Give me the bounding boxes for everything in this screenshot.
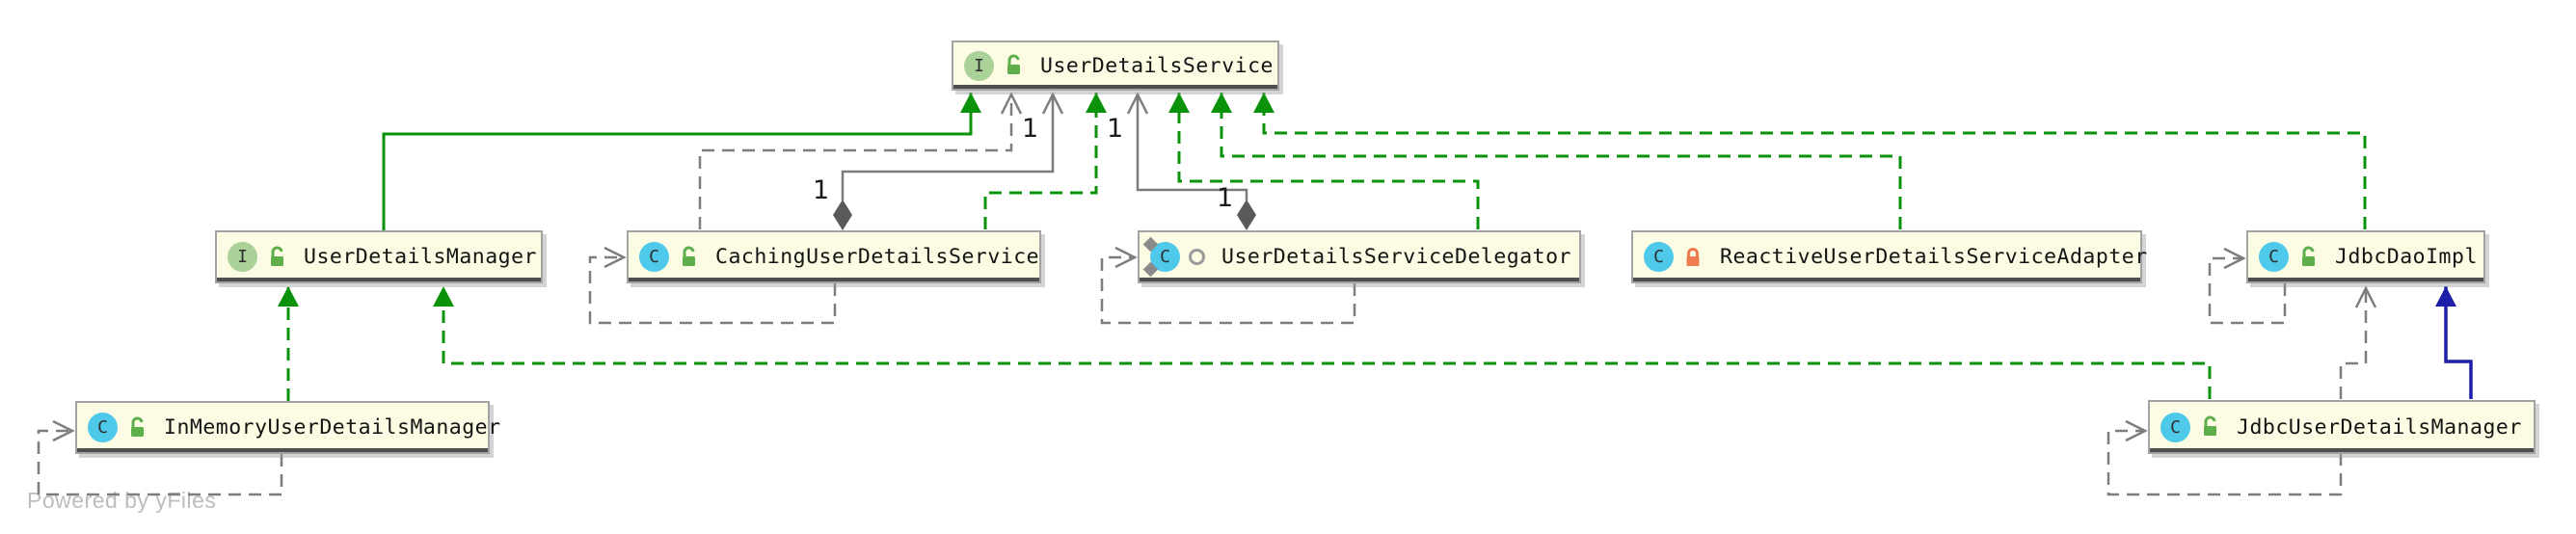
- extends-arrowhead-icon: [2435, 286, 2456, 307]
- class-name-label: JdbcUserDetailsManager: [2237, 414, 2522, 440]
- multiplicity-label: 1: [1217, 183, 1234, 213]
- class-icon: C: [1644, 242, 1674, 272]
- class-node-caching[interactable]: C CachingUserDetailsService: [627, 230, 1041, 283]
- class-icon: C: [2160, 412, 2190, 442]
- edge-reactive-implements-uds[interactable]: [1211, 93, 1902, 229]
- edge-jdbcdao-self-reference[interactable]: [2208, 247, 2287, 325]
- interface-icon: I: [964, 50, 994, 81]
- open-lock-icon: [2199, 415, 2220, 439]
- implements-arrowhead-icon: [1253, 93, 1275, 113]
- edge-caching-implements-uds[interactable]: [983, 93, 1107, 229]
- open-lock-icon: [678, 245, 699, 269]
- yfiles-watermark: Powered by yFiles: [27, 488, 217, 513]
- class-node-udm[interactable]: I UserDetailsManager: [215, 230, 543, 283]
- implements-arrowhead-icon: [1086, 93, 1107, 113]
- aggregation-diamond-icon: [1237, 200, 1256, 230]
- open-lock-icon: [266, 245, 287, 269]
- class-node-jdbcudm[interactable]: C JdbcUserDetailsManager: [2148, 400, 2536, 454]
- class-name-label: ReactiveUserDetailsServiceAdapter: [1720, 245, 2148, 269]
- edge-caching-dependency-uds[interactable]: [698, 92, 1023, 229]
- class-name-label: UserDetailsService: [1040, 53, 1274, 78]
- class-icon: C: [88, 413, 118, 442]
- open-arrowhead-icon: [1126, 92, 1149, 115]
- multiplicity-label: 1: [813, 175, 830, 205]
- package-circle-icon: [1189, 249, 1205, 265]
- implements-arrowhead-icon: [1211, 93, 1232, 113]
- class-node-jdbcdao[interactable]: C JdbcDaoImpl: [2246, 230, 2485, 283]
- open-arrowhead-icon: [52, 419, 75, 442]
- class-name-label: JdbcDaoImpl: [2335, 245, 2478, 269]
- edge-delegator-implements-uds[interactable]: [1168, 93, 1480, 229]
- implements-arrowhead-icon: [1168, 93, 1190, 113]
- edge-delegator-aggregation-uds[interactable]: [1126, 92, 1256, 230]
- multiplicity-label: 1: [1022, 114, 1039, 144]
- class-node-reactive[interactable]: C ReactiveUserDetailsServiceAdapter: [1631, 230, 2147, 283]
- class-icon: C: [639, 242, 669, 272]
- edge-jdbcudm-self-reference[interactable]: [2106, 419, 2343, 496]
- edge-caching-self-reference[interactable]: [588, 246, 837, 325]
- interface-icon: I: [228, 242, 257, 272]
- open-arrowhead-icon: [604, 246, 627, 269]
- open-arrowhead-icon: [2354, 285, 2377, 308]
- edge-udm-extends-uds[interactable]: [382, 93, 981, 230]
- edge-caching-aggregation-uds[interactable]: [833, 92, 1064, 230]
- class-node-uds[interactable]: I UserDetailsService: [952, 40, 1279, 91]
- extends-arrowhead-icon: [960, 93, 981, 113]
- implements-arrowhead-icon: [433, 286, 454, 307]
- edge-inmemory-self-reference[interactable]: [37, 419, 283, 496]
- class-node-delegator[interactable]: C UserDetailsServiceDelegator: [1138, 230, 1581, 283]
- multiplicity-label: 1: [1107, 114, 1124, 144]
- open-lock-icon: [2297, 245, 2319, 269]
- aggregation-diamond-icon: [833, 200, 852, 230]
- open-arrowhead-icon: [1000, 92, 1023, 115]
- class-name-label: UserDetailsManager: [304, 245, 537, 269]
- open-arrowhead-icon: [1041, 92, 1064, 115]
- class-name-label: UserDetailsServiceDelegator: [1221, 245, 1571, 269]
- closed-lock-icon: [1682, 246, 1704, 269]
- class-node-inmemory[interactable]: C InMemoryUserDetailsManager: [75, 401, 500, 454]
- edge-jdbcdao-implements-uds[interactable]: [1253, 93, 2367, 229]
- class-name-label: InMemoryUserDetailsManager: [164, 415, 501, 440]
- edge-jdbcudm-extends-jdbcdao[interactable]: [2435, 286, 2473, 399]
- class-name-label: CachingUserDetailsService: [715, 245, 1040, 269]
- edge-jdbcudm-dependency-jdbcdao[interactable]: [2339, 285, 2377, 399]
- open-lock-icon: [126, 415, 148, 440]
- implements-arrowhead-icon: [278, 286, 299, 307]
- edge-inmemory-implements-udm[interactable]: [278, 286, 299, 401]
- edge-jdbcudm-implements-udm[interactable]: [433, 286, 2212, 399]
- class-icon: C: [1150, 242, 1180, 272]
- open-arrowhead-icon: [2223, 247, 2246, 270]
- class-icon: C: [2259, 242, 2289, 272]
- open-lock-icon: [1003, 54, 1024, 77]
- open-arrowhead-icon: [1114, 246, 1138, 269]
- open-arrowhead-icon: [2125, 419, 2148, 442]
- edge-delegator-self-reference[interactable]: [1100, 246, 1356, 325]
